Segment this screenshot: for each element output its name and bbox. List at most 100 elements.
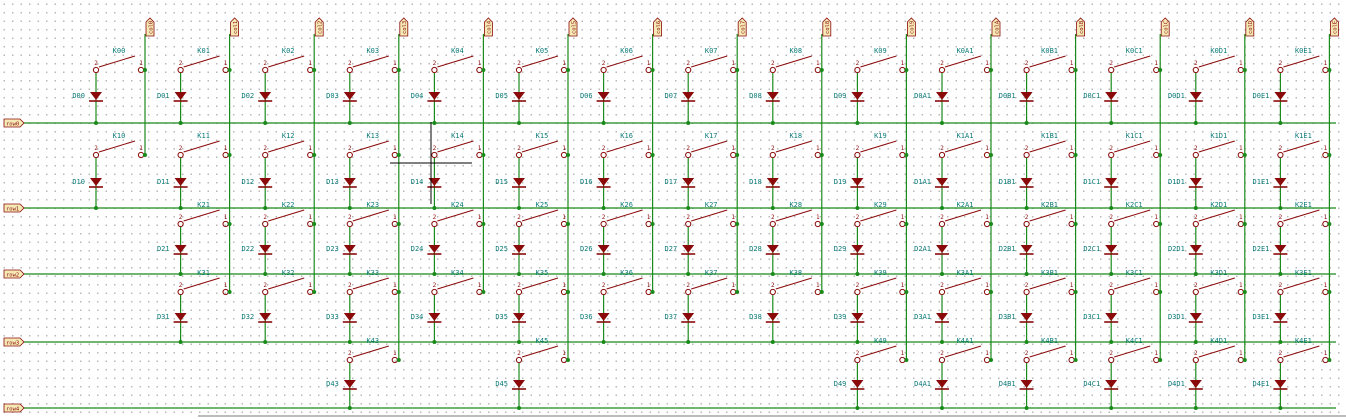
switch-pin-2 xyxy=(769,66,776,74)
switch-reference: K45 xyxy=(536,337,549,345)
switch-pin-number: 2 xyxy=(856,145,860,152)
switch-pin-number: 1 xyxy=(1070,350,1074,357)
column-port-text: col7 xyxy=(741,21,747,34)
switch-reference: K2A1 xyxy=(957,201,974,209)
switch-pin-1 xyxy=(814,66,821,74)
diode-body xyxy=(1189,380,1202,388)
switch-pin-number: 2 xyxy=(1025,282,1029,289)
switch-pin-number: 1 xyxy=(393,60,397,67)
diode-body xyxy=(513,245,525,253)
switch-pin-1 xyxy=(222,66,229,74)
diode-body xyxy=(343,380,356,388)
junction-dot xyxy=(650,290,655,294)
switch-pin-number: 1 xyxy=(1239,145,1243,152)
diode-body xyxy=(1189,178,1202,186)
switch-pin-number: 2 xyxy=(94,145,98,152)
switch-pin-number: 2 xyxy=(940,145,944,152)
switch-lever xyxy=(268,55,305,68)
switch-reference: K11 xyxy=(197,132,210,140)
switch-pin-2 xyxy=(1023,356,1030,364)
switch-lever xyxy=(268,140,305,153)
junction-dot xyxy=(1327,68,1332,72)
diode-reference: D32 xyxy=(242,313,255,321)
diode-body xyxy=(1105,380,1118,388)
diode-reference: D09 xyxy=(834,92,847,100)
junction-dot xyxy=(1327,290,1332,294)
switch-lever xyxy=(1029,140,1066,153)
switch-pin-number: 1 xyxy=(816,145,820,152)
switch-pin-number: 1 xyxy=(985,214,989,221)
switch-reference: K3E1 xyxy=(1295,269,1312,277)
diode-reference: D37 xyxy=(665,313,678,321)
switch-reference: K19 xyxy=(874,132,887,140)
diode-reference: D34 xyxy=(411,313,424,321)
switch-reference: K0E1 xyxy=(1295,47,1312,55)
diode-reference: D03 xyxy=(326,92,339,100)
switch-reference: K36 xyxy=(620,269,633,277)
diode-reference: D08 xyxy=(749,92,762,100)
switch-reference: K0C1 xyxy=(1126,47,1143,55)
junction-dot xyxy=(396,68,401,72)
diode-body xyxy=(343,245,356,253)
switch-pin-number: 1 xyxy=(1239,282,1243,289)
switch-pin-number: 1 xyxy=(1070,145,1074,152)
diode-reference: D2D1 xyxy=(1168,245,1185,253)
junction-dot xyxy=(1193,340,1198,344)
column-port-shape xyxy=(145,17,155,37)
switch-pin-number: 2 xyxy=(1109,214,1113,221)
column-port-shape xyxy=(737,17,747,37)
switch-lever xyxy=(944,277,982,290)
switch-lever xyxy=(437,277,474,290)
column-port-label: colA xyxy=(991,17,1001,37)
switch-pin-number: 2 xyxy=(1194,282,1198,289)
switch-pin-number: 1 xyxy=(1239,350,1243,357)
switch-pin-1 xyxy=(560,151,568,159)
junction-dot xyxy=(1193,206,1198,210)
junction-dot xyxy=(566,358,570,362)
junction-dot xyxy=(770,272,775,276)
junction-dot xyxy=(855,121,860,125)
switch-reference: K02 xyxy=(282,47,295,55)
switch-pin-1 xyxy=(560,220,568,228)
column-port-text: colD xyxy=(1248,21,1254,34)
switch-lever xyxy=(352,277,389,290)
switch-pin-1 xyxy=(222,288,229,296)
switch-pin-2 xyxy=(600,288,607,296)
junction-dot xyxy=(650,222,655,226)
diode-reference: D22 xyxy=(242,245,255,253)
column-port-text: col5 xyxy=(571,21,577,34)
switch-pin-number: 2 xyxy=(1109,60,1113,67)
junction-dot xyxy=(989,290,993,294)
switch-pin-1 xyxy=(1068,220,1075,228)
switch-pin-1 xyxy=(814,288,821,296)
row-port-text: row4 xyxy=(6,407,20,413)
switch-pin-number: 2 xyxy=(1109,145,1113,152)
junction-dot xyxy=(1193,272,1198,276)
switch-pin-1 xyxy=(1153,66,1160,74)
switch-pin-number: 2 xyxy=(940,282,944,289)
switch-pin-number: 1 xyxy=(1324,214,1328,221)
diode-reference: D0C1 xyxy=(1083,92,1100,100)
junction-dot xyxy=(347,340,352,344)
diode-reference: D4B1 xyxy=(999,380,1016,388)
switch-pin-1 xyxy=(1153,151,1160,159)
switch-pin-1 xyxy=(307,66,314,74)
switch-pin-1 xyxy=(899,220,906,228)
column-port-text: col1 xyxy=(233,21,239,34)
switch-pin-1 xyxy=(476,151,483,159)
switch-lever xyxy=(860,55,897,68)
switch-reference: K09 xyxy=(874,47,887,55)
row-port-text: row1 xyxy=(6,207,19,213)
switch-lever xyxy=(183,55,220,68)
column-port-text: col3 xyxy=(402,21,408,34)
switch-lever xyxy=(1283,55,1320,68)
switch-pin-2 xyxy=(346,66,353,74)
junction-dot xyxy=(735,153,740,157)
column-port-label: col6 xyxy=(653,17,662,37)
switch-pin-number: 1 xyxy=(562,60,566,67)
switch-pin-number: 2 xyxy=(348,214,352,221)
junction-dot xyxy=(263,340,268,344)
switch-lever xyxy=(606,209,643,222)
switch-pin-number: 2 xyxy=(1194,145,1198,152)
